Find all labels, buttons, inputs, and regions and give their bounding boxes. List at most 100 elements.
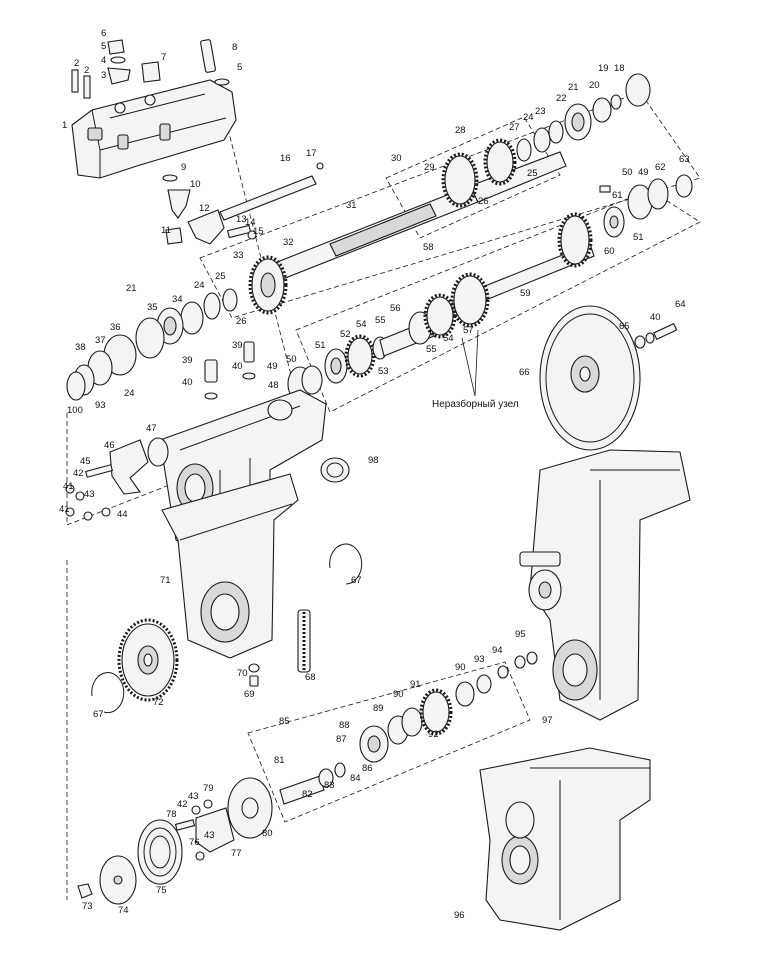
cover-fasteners — [71, 39, 230, 99]
part-label: 21 — [568, 82, 579, 93]
part-label: 11 — [161, 225, 171, 236]
part-label: 27 — [509, 122, 520, 133]
part-label: 58 — [423, 242, 434, 253]
part-label: 73 — [82, 901, 93, 912]
part-label: 51 — [315, 340, 326, 351]
part-label: 67 — [351, 575, 362, 586]
part-label: 89 — [373, 703, 384, 714]
part-label: 24 — [194, 280, 205, 291]
part-label: 87 — [336, 734, 347, 745]
part-label: 88 — [339, 720, 350, 731]
part-label: 9 — [181, 162, 186, 173]
part-label: 50 — [622, 167, 633, 178]
part-label: 43 — [204, 830, 215, 841]
shift-fork-parts — [162, 174, 257, 245]
part-label: 76 — [189, 837, 200, 848]
part-label: 53 — [378, 366, 389, 377]
input-assembly-85 — [279, 651, 538, 805]
part-label: 40 — [650, 312, 661, 323]
part-label: 17 — [306, 148, 317, 159]
part-label: 16 — [280, 153, 291, 164]
part-label: 22 — [556, 93, 567, 104]
part-label: 21 — [126, 283, 137, 294]
part-label: 54 — [356, 319, 367, 330]
part-label: 41 — [59, 504, 70, 515]
part-label: 45 — [80, 456, 91, 467]
countershaft-59 — [459, 174, 693, 309]
chain-68 — [297, 609, 311, 673]
part-label: 12 — [199, 203, 210, 214]
part-label: 38 — [75, 342, 86, 353]
part-label: 98 — [368, 455, 379, 466]
circlips-67 — [91, 543, 363, 714]
part-label: 84 — [350, 773, 361, 784]
part-label: 61 — [612, 190, 623, 201]
part-label: 2 — [84, 65, 89, 76]
part-label: 65 — [619, 321, 630, 332]
part-label: 44 — [117, 509, 128, 520]
part-label: 95 — [515, 629, 526, 640]
part-label: 26 — [478, 196, 489, 207]
part-label: 64 — [675, 299, 686, 310]
part-label: 100 — [67, 405, 83, 416]
part-label: 5 — [237, 62, 242, 73]
part-label: 6 — [101, 28, 106, 39]
part-label: 43 — [84, 489, 95, 500]
part-label: 80 — [262, 828, 273, 839]
part-label: 42 — [73, 468, 84, 479]
part-label: 78 — [166, 809, 177, 820]
part-label: 68 — [305, 672, 316, 683]
part-label: 36 — [110, 322, 121, 333]
part-label: 85 — [279, 716, 290, 727]
part-label: 10 — [190, 179, 201, 190]
part-label: 25 — [527, 168, 538, 179]
part-label: 94 — [492, 645, 503, 656]
upper-right-gears — [441, 73, 651, 208]
part-label: 26 — [236, 316, 247, 327]
part-label: 66 — [519, 367, 530, 378]
brake-disc-66 — [539, 305, 678, 451]
part-label: 23 — [535, 106, 546, 117]
pulley-group — [77, 777, 273, 905]
assembled-unit-97 — [519, 449, 691, 721]
part-label: 79 — [203, 783, 214, 794]
left-bearing-stack — [66, 288, 238, 401]
part-label: 1 — [62, 120, 67, 131]
part-label: 49 — [267, 361, 278, 372]
part-label: 92 — [428, 729, 439, 740]
part-label: 97 — [542, 715, 553, 726]
part-label: 37 — [95, 335, 106, 346]
part-label: 67 — [93, 709, 104, 720]
part-label: 41 — [63, 481, 74, 492]
top-cover — [71, 79, 237, 179]
part-label: 71 — [160, 575, 171, 586]
part-label: 55 — [375, 315, 386, 326]
part-label: 32 — [283, 237, 294, 248]
part-label: 42 — [177, 799, 188, 810]
part-label: 19 — [598, 63, 609, 74]
part-label: 40 — [232, 361, 243, 372]
lower-housing-71 — [161, 473, 299, 687]
part-label: 47 — [146, 423, 157, 434]
part-label: 70 — [237, 668, 248, 679]
assembly-caption: Неразборный узел — [432, 398, 519, 410]
part-label: 91 — [410, 679, 421, 690]
part-label: 52 — [340, 329, 351, 340]
sprocket-72 — [117, 618, 179, 702]
part-label: 39 — [232, 340, 243, 351]
part-label: 30 — [391, 153, 402, 164]
part-label: 15 — [253, 226, 264, 237]
intermediate-gears — [324, 272, 490, 384]
part-label: 29 — [424, 162, 435, 173]
part-label: 59 — [520, 288, 531, 299]
part-label: 86 — [362, 763, 373, 774]
seal-98 — [320, 457, 350, 483]
part-label: 14 — [245, 217, 256, 228]
part-label: 55 — [426, 344, 437, 355]
bolts-39-40 — [204, 341, 323, 402]
part-label: 3 — [101, 70, 106, 81]
part-label: 51 — [633, 232, 644, 243]
part-label: 28 — [455, 125, 466, 136]
part-label: 5 — [101, 41, 106, 52]
